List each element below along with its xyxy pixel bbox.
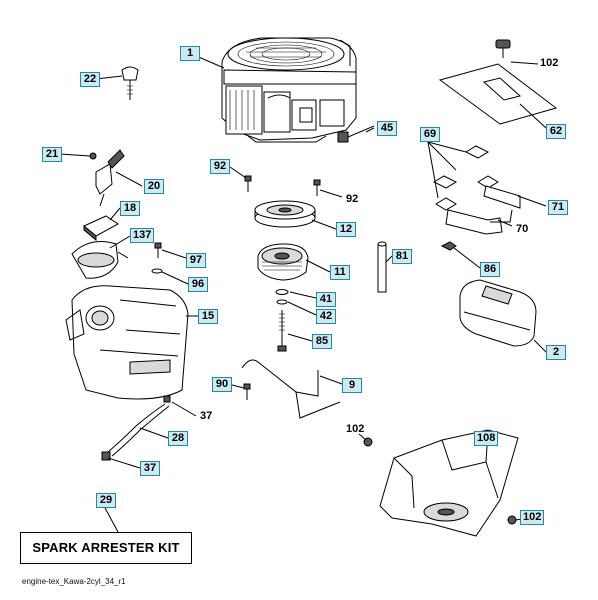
bolt-92-drawing bbox=[244, 175, 321, 196]
throttle-bracket-drawing bbox=[89, 149, 125, 207]
spark-arrester-kit-label: SPARK ARRESTER KIT bbox=[20, 532, 192, 564]
callout-18: 18 bbox=[120, 201, 140, 216]
muffler-shield-drawing bbox=[363, 429, 527, 537]
callout-62: 62 bbox=[546, 124, 566, 139]
electric-clutch-drawing bbox=[257, 243, 309, 281]
dipstick-tube-drawing bbox=[377, 241, 387, 293]
callout-29: 29 bbox=[96, 493, 116, 508]
callout-108: 108 bbox=[474, 431, 499, 446]
callout-28: 28 bbox=[168, 431, 188, 446]
callout-1: 1 bbox=[180, 46, 200, 61]
callout-42: 42 bbox=[316, 309, 336, 324]
callout-86: 86 bbox=[480, 262, 500, 277]
callout-96: 96 bbox=[188, 277, 208, 292]
callout-37-lower: 37 bbox=[140, 461, 160, 476]
callout-41: 41 bbox=[316, 292, 336, 307]
callout-70: 70 bbox=[516, 223, 529, 235]
callout-102-middle: 102 bbox=[346, 423, 365, 435]
callout-15: 15 bbox=[198, 309, 218, 324]
callout-71: 71 bbox=[548, 200, 568, 215]
callout-85: 85 bbox=[312, 334, 332, 349]
callout-137: 137 bbox=[130, 228, 155, 243]
breather-knob-drawing bbox=[495, 39, 511, 58]
callout-11: 11 bbox=[330, 265, 350, 280]
callout-12: 12 bbox=[336, 222, 356, 237]
callout-90: 90 bbox=[212, 377, 232, 392]
callout-37-upper: 37 bbox=[200, 410, 213, 422]
callout-9: 9 bbox=[342, 378, 362, 393]
callout-102-bottom: 102 bbox=[520, 510, 545, 525]
callout-2: 2 bbox=[546, 345, 566, 360]
choke-knob-drawing bbox=[121, 66, 139, 100]
callout-92-left: 92 bbox=[210, 159, 230, 174]
washers-bolt-drawing bbox=[275, 289, 289, 352]
pulley-drawing bbox=[254, 200, 316, 228]
callout-45: 45 bbox=[377, 121, 397, 136]
callout-92-right: 92 bbox=[346, 193, 359, 205]
air-cleaner-drawing bbox=[65, 215, 189, 400]
fuel-line-drawing bbox=[101, 395, 171, 461]
callout-81: 81 bbox=[392, 249, 412, 264]
callout-97: 97 bbox=[186, 253, 206, 268]
spark-plug-drawing bbox=[337, 125, 375, 143]
engine-drawing bbox=[221, 37, 357, 143]
muffler-group-drawing bbox=[432, 145, 537, 347]
heat-shield-plate-drawing bbox=[438, 63, 558, 125]
drawing-caption: engine-tex_Kawa-2cyl_34_r1 bbox=[22, 577, 126, 586]
callout-21: 21 bbox=[42, 147, 62, 162]
leader-lines bbox=[59, 54, 547, 533]
callout-20: 20 bbox=[144, 179, 164, 194]
callout-102-top: 102 bbox=[540, 57, 559, 69]
callout-22: 22 bbox=[80, 72, 100, 87]
control-rod-drawing bbox=[241, 359, 341, 419]
callout-69: 69 bbox=[420, 127, 440, 142]
